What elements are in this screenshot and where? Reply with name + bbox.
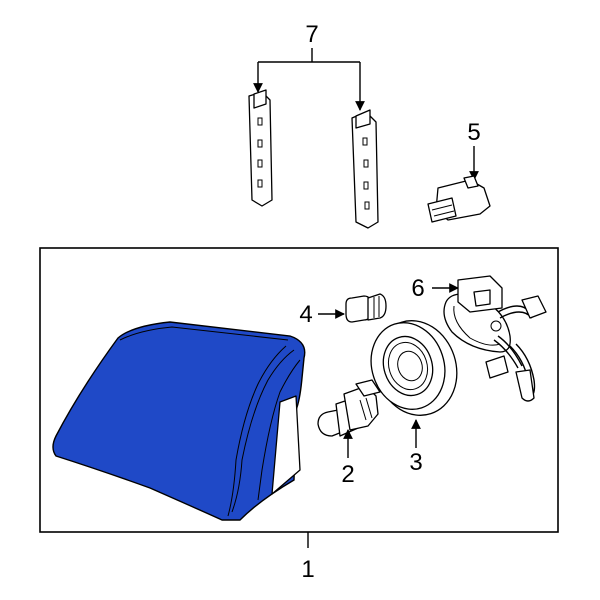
- callout-5-label: 5: [467, 119, 480, 146]
- callout-3-group: 3: [409, 419, 423, 476]
- callout-7-group: 7: [253, 21, 365, 111]
- assembly-frame: [39, 247, 559, 533]
- callout-1-group: 1: [301, 532, 315, 583]
- wiring-harness: [443, 275, 547, 402]
- callout-2-group: 2: [341, 429, 355, 488]
- callout-4-label: 4: [299, 301, 312, 328]
- side-marker-bulb: [345, 293, 387, 323]
- callout-5-group: 5: [467, 119, 481, 181]
- callout-4-group: 4: [299, 301, 345, 328]
- callout-1-label: 1: [301, 556, 314, 583]
- callout-7-label: 7: [305, 21, 318, 48]
- callout-3-label: 3: [409, 449, 422, 476]
- bulb-cover-seal: [370, 320, 458, 416]
- callout-2-label: 2: [341, 461, 354, 488]
- callout-6-label: 6: [411, 275, 424, 302]
- callout-7-leader: [258, 48, 360, 63]
- mounting-bracket-left: [248, 89, 273, 207]
- bulb-socket: [427, 175, 491, 223]
- headlamp-bulb: [317, 379, 381, 437]
- callout-6-group: 6: [411, 275, 459, 302]
- headlamp-assembly: [52, 321, 306, 521]
- mounting-bracket-right: [351, 109, 379, 229]
- headlamp-lens-highlight: [52, 321, 306, 521]
